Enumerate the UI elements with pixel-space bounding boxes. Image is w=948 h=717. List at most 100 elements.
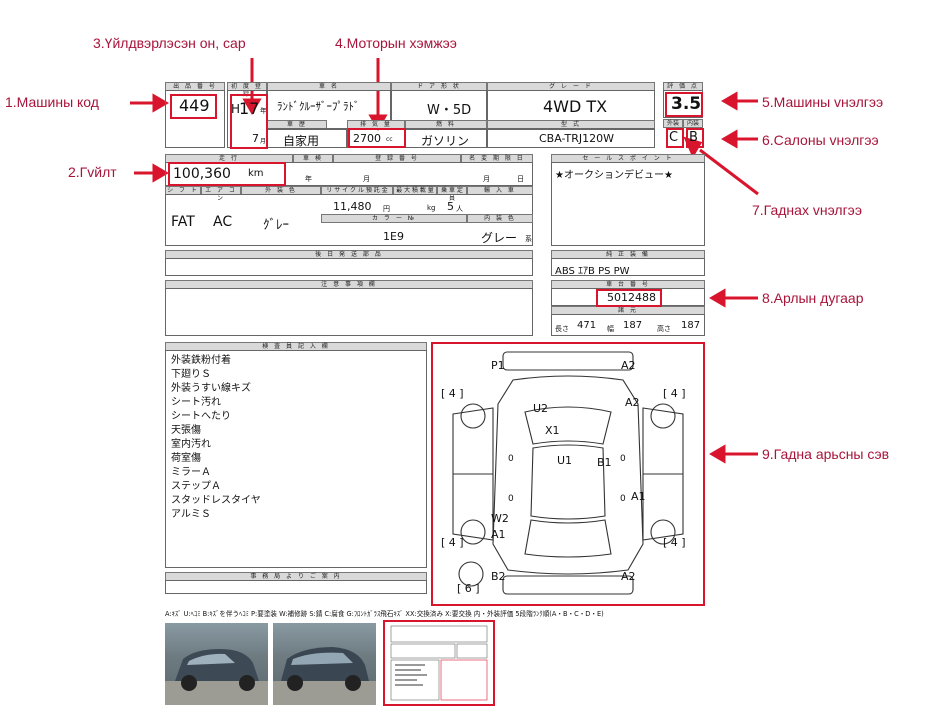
- mileage-row: [165, 162, 533, 186]
- damage-mark: U2: [533, 402, 549, 415]
- car-body-diagram: [452, 351, 684, 595]
- yen-unit: 円: [383, 205, 390, 213]
- fuel: ガソリン: [421, 134, 470, 148]
- inspector-note: 外装鉄粉付着: [171, 355, 231, 366]
- car-name: ﾗﾝﾄﾞｸﾙｰｻﾞｰﾌﾟﾗﾄﾞ: [277, 100, 360, 113]
- mileage-value: 100,360: [173, 166, 231, 182]
- highlight-frame: [596, 289, 662, 307]
- car-front-photo: [165, 649, 268, 705]
- highlight-year-month: [230, 94, 268, 149]
- displacement: 2700: [353, 132, 381, 145]
- inspector-notes-box: [165, 350, 427, 568]
- damage-mark: W2: [491, 512, 509, 525]
- interior-color: グレー: [481, 231, 518, 245]
- car-rear-photo: [273, 647, 376, 705]
- damage-mark: A2: [621, 359, 636, 372]
- kg-unit: kg: [427, 204, 436, 212]
- inspector-note: 外装うすい線キズ: [171, 383, 251, 394]
- damage-mark: [ 4 ]: [663, 387, 686, 400]
- damage-mark: A1: [491, 528, 506, 541]
- body-map-frame: [431, 342, 705, 606]
- exterior-grade: C: [669, 130, 679, 145]
- annotation-car-score: 5.Машины vнэлгээ: [762, 94, 884, 110]
- thumbnail-car-rear[interactable]: [273, 623, 376, 705]
- damage-mark: P1: [491, 359, 505, 372]
- inspector-note: アルミＳ: [171, 509, 211, 520]
- equipment-box: [551, 258, 705, 276]
- auction-sheet: 出 品 番 号 449 初 度 登 録 H 17 年 7 月 車 名 ﾗﾝﾄﾞｸ…: [165, 82, 705, 606]
- annotation-engine: 4.Моторын хэмжээ: [335, 35, 457, 51]
- annotation-car-code: 1.Машины код: [5, 94, 99, 110]
- damage-mark: A2: [621, 570, 636, 583]
- grade-box: [487, 90, 655, 130]
- equipment: ABS ｴｱB PS PW: [555, 266, 630, 277]
- grade: 4WD TX: [543, 97, 608, 116]
- damage-mark: B2: [491, 570, 506, 583]
- zero-mark: 0: [620, 454, 626, 464]
- lot-box: [165, 90, 225, 148]
- annotation-mileage: 2.Гvйлт: [68, 164, 117, 180]
- highlight-score: [665, 92, 703, 117]
- annotation-chassis: 8.Арлын дугаар: [762, 290, 864, 306]
- inspection-month: 月: [363, 175, 370, 183]
- damage-mark: X1: [545, 424, 560, 437]
- annotation-interior-score: 6.Салоны vнэлгээ: [762, 132, 879, 148]
- highlight-lot: [170, 94, 217, 119]
- km-unit: km: [248, 168, 264, 179]
- damage-mark: A2: [625, 396, 640, 409]
- dim-width: 187: [623, 320, 643, 331]
- inspector-note: 室内汚れ: [171, 439, 211, 450]
- damage-mark: [ 4 ]: [441, 387, 464, 400]
- legend-text: A:ｷｽﾞ U:ﾍｺﾐ B:ｷｽﾞを伴うﾍｺﾐ P:要塗装 W:補修跡 S:錆 …: [165, 610, 604, 618]
- thumbnail-car-front[interactable]: [165, 623, 268, 705]
- annotation-year-month: 3.Үйлдвэрлэсэн он, сар: [93, 35, 246, 51]
- header-int-color: 内 装 色: [467, 214, 533, 223]
- score: 3.5: [671, 94, 702, 114]
- header-ext: 外装: [663, 119, 683, 128]
- aircon: AC: [213, 214, 233, 230]
- inspector-note: ステップＡ: [171, 481, 221, 492]
- interior-color-suffix: 系: [525, 235, 532, 243]
- cautions-box: [165, 288, 533, 336]
- name-change-month: 月: [483, 175, 490, 183]
- inspector-note: 天張傷: [171, 425, 201, 436]
- recycle-fee: 11,480: [333, 200, 372, 213]
- inspector-note: 下廻りＳ: [171, 369, 211, 380]
- dim-height-label: 高さ: [657, 325, 671, 333]
- capacity: 5: [447, 200, 454, 213]
- zero-mark: 0: [508, 454, 514, 464]
- person-unit: 人: [456, 205, 463, 213]
- header-color-no: カ ラ ー №: [321, 214, 467, 223]
- later-parts-box: [165, 258, 533, 276]
- exterior-color: ｸﾞﾚｰ: [263, 218, 289, 233]
- year-unit: 年: [260, 107, 267, 115]
- thumbnail-auction-sheet[interactable]: [383, 620, 495, 706]
- inspection-year: 年: [305, 175, 312, 183]
- cc-unit: cc: [386, 136, 393, 143]
- highlight-engine: [348, 128, 406, 148]
- inspector-note: 荷室傷: [171, 453, 201, 464]
- lot-number: 449: [179, 96, 210, 115]
- inspector-note: シート汚れ: [171, 397, 221, 408]
- inspector-note: スタッドレスタイヤ: [171, 495, 261, 506]
- highlight-interior: [686, 128, 704, 148]
- era: H: [231, 102, 241, 116]
- zero-mark: 0: [508, 494, 514, 504]
- header-int: 内装: [683, 119, 703, 128]
- annotation-body-map: 9.Гадна арьсны сэв: [762, 446, 890, 462]
- damage-mark: [ 4 ]: [441, 536, 464, 549]
- reg-year: 17: [239, 99, 260, 118]
- dims-box: [551, 314, 705, 336]
- auction-sheet-thumbnail: [390, 625, 488, 701]
- damage-mark: A1: [631, 490, 646, 503]
- damage-mark: [ 6 ]: [457, 582, 480, 595]
- office-box: [165, 580, 427, 594]
- selling-point: ★オークションデビュー★: [555, 170, 673, 181]
- color-number: 1E9: [383, 230, 404, 243]
- damage-mark: B1: [597, 456, 612, 469]
- dim-height: 187: [681, 320, 701, 331]
- dim-length-label: 長さ: [555, 325, 569, 333]
- inspector-note: シートへたり: [171, 411, 231, 422]
- history: 自家用: [283, 134, 320, 148]
